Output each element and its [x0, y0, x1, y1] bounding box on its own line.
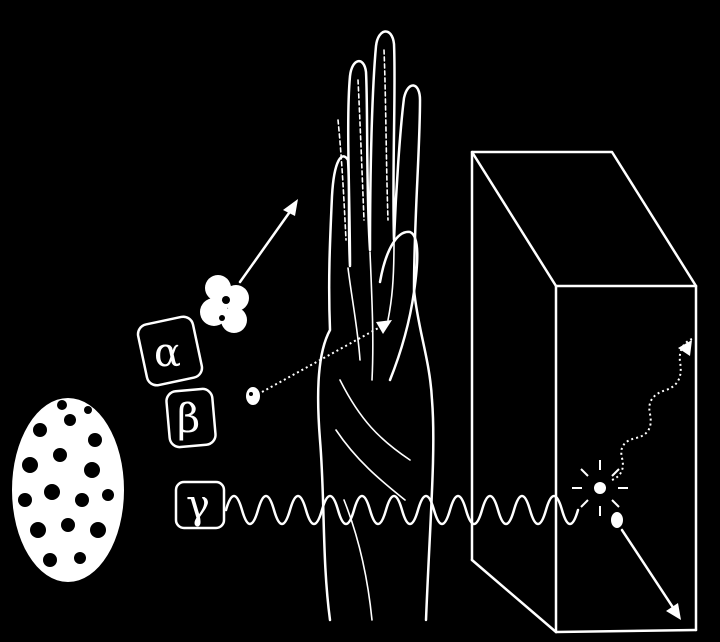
gamma-symbol: γ	[186, 482, 210, 528]
beta-symbol: β	[177, 396, 200, 442]
gamma-label: γ	[174, 480, 226, 530]
beta-arrow	[261, 320, 392, 393]
scattered-wave	[611, 337, 695, 481]
beta-particle-icon	[246, 387, 260, 405]
alpha-particle-icon	[200, 275, 249, 333]
hand-icon	[316, 30, 435, 622]
nucleus-icon	[12, 398, 124, 582]
alpha-label: α	[136, 315, 204, 387]
alpha-symbol: α	[154, 330, 181, 376]
beta-label: β	[165, 387, 217, 449]
ejected-electron	[611, 512, 681, 620]
block-icon	[470, 150, 698, 634]
alpha-arrow	[238, 199, 298, 284]
burst-icon	[572, 460, 628, 516]
gamma-wave	[224, 494, 580, 526]
